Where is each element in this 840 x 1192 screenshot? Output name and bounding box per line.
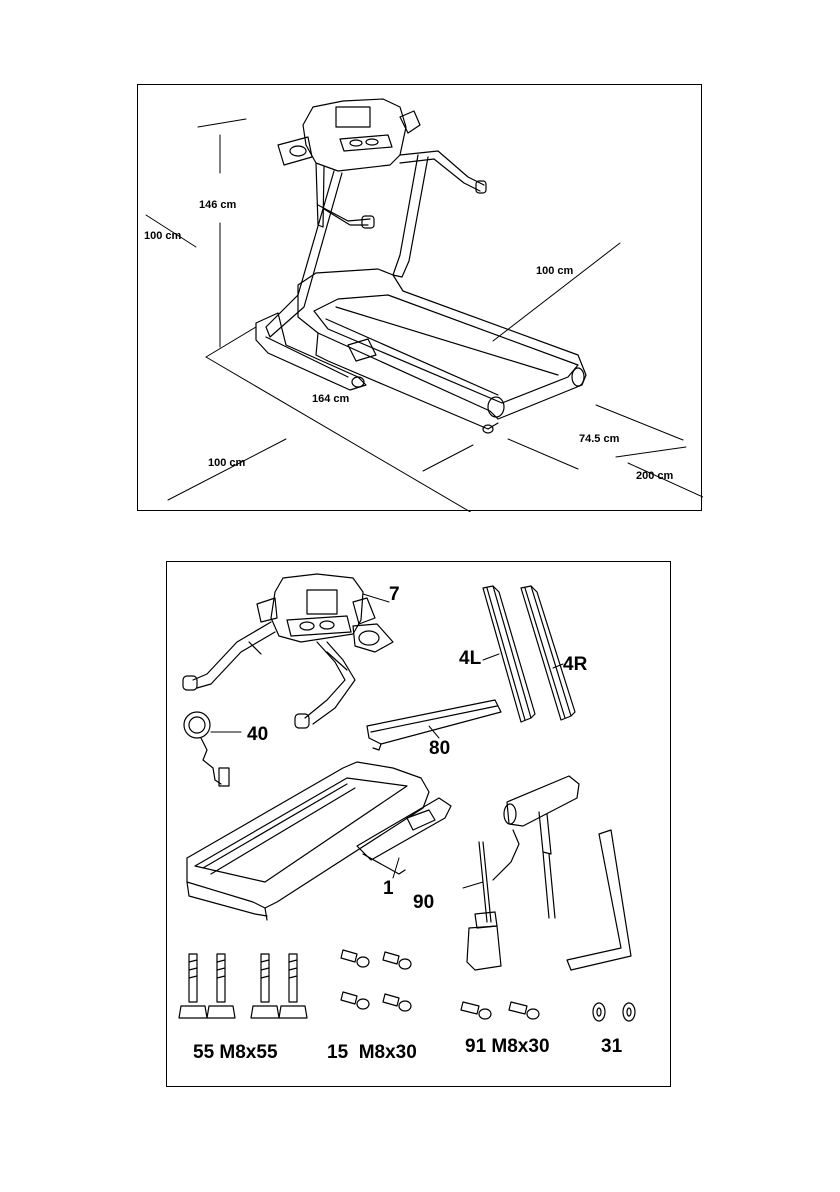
front-clearance-label: 100 cm	[208, 457, 245, 469]
label-bolt-long: 55 M8x55	[193, 1042, 278, 1064]
width-label: 74.5 cm	[579, 433, 619, 445]
dimensions-panel: 146 cm 100 cm 100 cm 164 cm 100 cm 74.5 …	[137, 84, 702, 511]
length-label: 164 cm	[312, 393, 349, 405]
label-cover: 80	[429, 738, 450, 760]
washers	[593, 1003, 635, 1021]
bolts-m8x30-a	[341, 950, 411, 1011]
bolts-m8x55	[179, 954, 307, 1018]
label-bolt-b: 91 M8x30	[465, 1036, 550, 1058]
lubricant-bottle	[463, 830, 519, 970]
upright-right	[521, 586, 575, 720]
parts-panel: 7 4L 4R 40 80 1 90 55 M8x55 15 M8x30 91 …	[166, 561, 671, 1087]
label-washer: 31	[601, 1036, 622, 1058]
hex-key	[567, 830, 631, 970]
label-upright-right: 4R	[563, 654, 587, 676]
safety-key	[184, 712, 241, 786]
parts-drawing	[167, 562, 672, 1088]
console-assembly	[183, 574, 393, 728]
label-safety-key: 40	[247, 724, 268, 746]
left-clearance-label: 100 cm	[144, 230, 181, 242]
treadmill-dimension-drawing	[138, 85, 703, 512]
bolts-m8x30-b	[461, 1002, 539, 1019]
t-handle-wrench	[504, 776, 579, 918]
rear-clearance-label: 200 cm	[636, 470, 673, 482]
label-lubricant: 90	[413, 892, 434, 914]
label-upright-left: 4L	[459, 648, 481, 670]
label-main-frame: 1	[383, 878, 394, 900]
top-clearance-label: 100 cm	[536, 265, 573, 277]
height-label: 146 cm	[199, 199, 236, 211]
label-console: 7	[389, 584, 400, 606]
label-bolt-a: 15 M8x30	[327, 1042, 417, 1064]
